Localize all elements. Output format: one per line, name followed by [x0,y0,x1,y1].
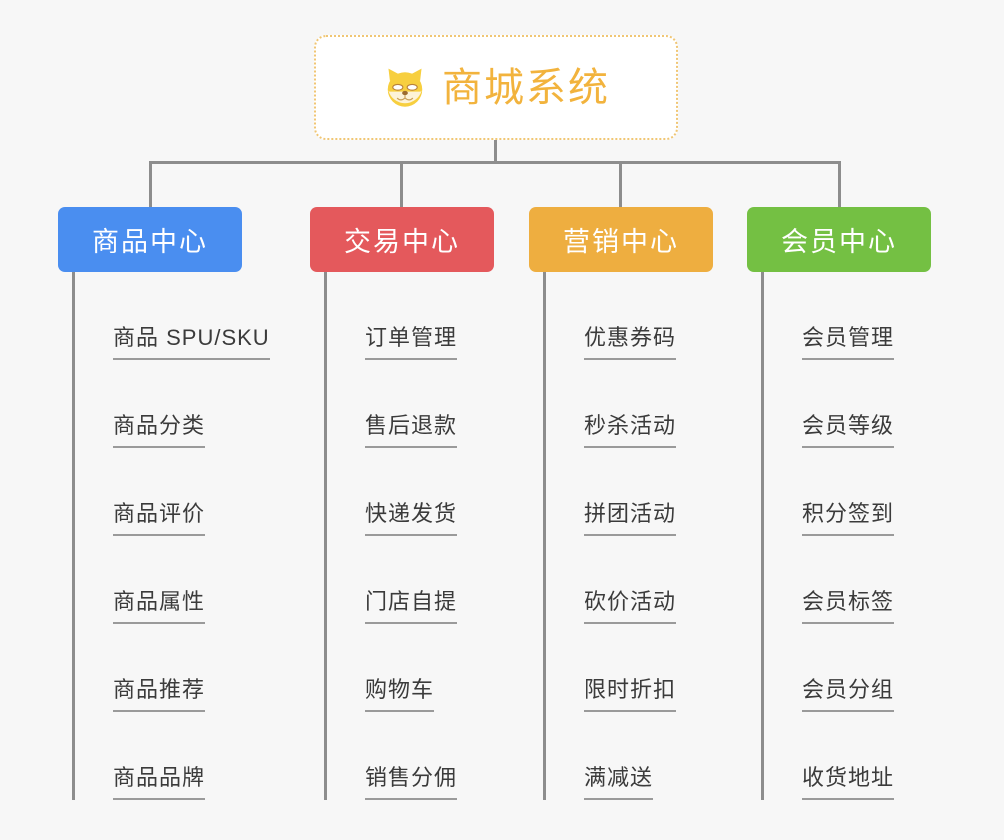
connector-drop-2 [400,161,403,207]
category-box-marketing-center[interactable]: 营销中心 [529,207,713,272]
list-item[interactable]: 限时折扣 [546,624,743,712]
item-column-marketing-center: 优惠券码 秒杀活动 拼团活动 砍价活动 限时折扣 满减送 [543,272,743,800]
connector-drop-3 [619,161,622,207]
list-item[interactable]: 会员管理 [764,272,961,360]
list-item[interactable]: 商品 SPU/SKU [75,272,302,360]
item-label: 会员分组 [802,679,895,712]
category-label: 交易中心 [344,227,460,257]
item-label: 订单管理 [365,327,458,360]
item-label: 商品品牌 [113,767,206,800]
category-box-product-center[interactable]: 商品中心 [58,207,242,272]
item-label: 商品 SPU/SKU [113,327,270,360]
category-label: 会员中心 [781,227,897,257]
item-label: 限时折扣 [584,679,677,712]
list-item[interactable]: 门店自提 [327,536,524,624]
category-box-member-center[interactable]: 会员中心 [747,207,931,272]
item-label: 商品推荐 [113,679,206,712]
item-label: 商品属性 [113,591,206,624]
item-label: 砍价活动 [584,591,677,624]
connector-drop-4 [838,161,841,207]
list-item[interactable]: 商品分类 [75,360,302,448]
list-item[interactable]: 优惠券码 [546,272,743,360]
item-label: 收货地址 [802,767,895,800]
list-item[interactable]: 会员等级 [764,360,961,448]
item-label: 门店自提 [365,591,458,624]
item-label: 满减送 [584,767,654,800]
item-label: 秒杀活动 [584,415,677,448]
connector-root-stem [494,140,497,164]
root-title: 商城系统 [442,65,610,110]
list-item[interactable]: 商品属性 [75,536,302,624]
item-label: 拼团活动 [584,503,677,536]
list-item[interactable]: 快递发货 [327,448,524,536]
list-item[interactable]: 收货地址 [764,712,961,800]
item-column-product-center: 商品 SPU/SKU 商品分类 商品评价 商品属性 商品推荐 商品品牌 [72,272,302,800]
item-column-member-center: 会员管理 会员等级 积分签到 会员标签 会员分组 收货地址 [761,272,961,800]
item-label: 会员管理 [802,327,895,360]
item-label: 积分签到 [802,503,895,536]
list-item[interactable]: 秒杀活动 [546,360,743,448]
item-label: 优惠券码 [584,327,677,360]
list-item[interactable]: 购物车 [327,624,524,712]
connector-drop-1 [149,161,152,207]
list-item[interactable]: 订单管理 [327,272,524,360]
list-item[interactable]: 售后退款 [327,360,524,448]
list-item[interactable]: 砍价活动 [546,536,743,624]
category-box-trade-center[interactable]: 交易中心 [310,207,494,272]
list-item[interactable]: 商品评价 [75,448,302,536]
item-label: 商品评价 [113,503,206,536]
list-item[interactable]: 商品品牌 [75,712,302,800]
shiba-dog-face-icon [387,68,423,107]
category-label: 商品中心 [92,227,208,257]
item-column-trade-center: 订单管理 售后退款 快递发货 门店自提 购物车 销售分佣 [324,272,524,800]
item-label: 快递发货 [365,503,458,536]
list-item[interactable]: 销售分佣 [327,712,524,800]
item-label: 售后退款 [365,415,458,448]
list-item[interactable]: 会员分组 [764,624,961,712]
item-label: 销售分佣 [365,767,458,800]
item-label: 购物车 [365,679,435,712]
list-item[interactable]: 会员标签 [764,536,961,624]
list-item[interactable]: 积分签到 [764,448,961,536]
root-node[interactable]: 商城系统 [314,35,678,140]
connector-horizontal-bus [149,161,840,164]
list-item[interactable]: 满减送 [546,712,743,800]
list-item[interactable]: 拼团活动 [546,448,743,536]
item-label: 会员标签 [802,591,895,624]
list-item[interactable]: 商品推荐 [75,624,302,712]
item-label: 会员等级 [802,415,895,448]
item-label: 商品分类 [113,415,206,448]
category-label: 营销中心 [563,227,679,257]
